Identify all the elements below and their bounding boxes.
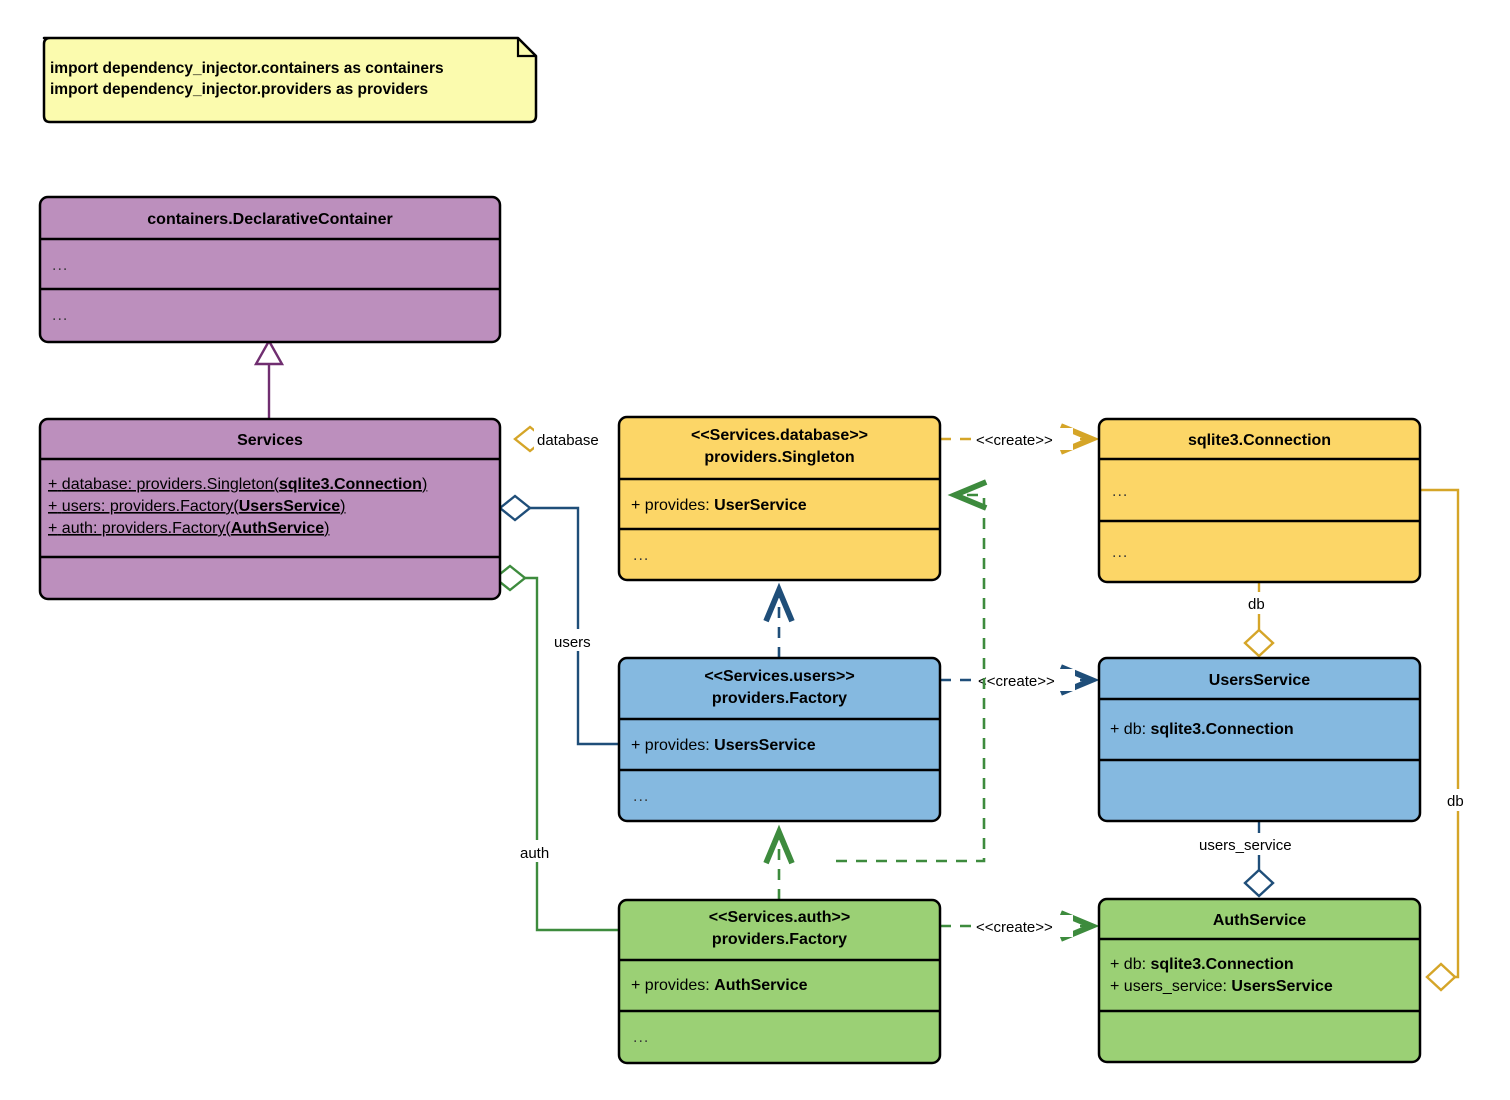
- label-bg-db-1: [1243, 592, 1277, 614]
- edge-aggregation-users-service: users_service: [1196, 821, 1318, 898]
- class-box-users-service[interactable]: UsersService + db: sqlite3.Connection: [1097, 656, 1422, 823]
- edge-aggregation-users: users: [498, 494, 619, 746]
- class-attribute-services-auth-0: + provides: AuthService: [631, 977, 808, 994]
- edge-aggregation-auth: auth: [493, 564, 619, 932]
- edge-label-users: users: [554, 634, 591, 651]
- edge-label-create-2: <<create>>: [978, 673, 1055, 690]
- class-box-sqlite3-connection[interactable]: sqlite3.Connection ... ...: [1097, 417, 1422, 584]
- label-bg-db-2: [1442, 789, 1476, 811]
- edge-label-db-2: db: [1447, 793, 1464, 810]
- class-attribute-services-2: + auth: providers.Factory(AuthService): [48, 520, 329, 537]
- label-bg-create-3: [973, 915, 1073, 937]
- class-box-services-users[interactable]: <<Services.users>> providers.Factory + p…: [617, 656, 942, 823]
- class-box-services-database[interactable]: <<Services.database>> providers.Singleto…: [617, 415, 942, 582]
- edge-label-db-1: db: [1248, 596, 1265, 613]
- label-bg-auth: [517, 840, 565, 862]
- class-title-services: Services: [237, 432, 303, 449]
- edge-create-database: <<create>>: [940, 428, 1092, 450]
- class-attribute-services-database-0: + provides: UserService: [631, 497, 807, 514]
- class-attribute-services-users-0: + provides: UsersService: [631, 737, 816, 754]
- class-title-services-auth: providers.Factory: [712, 931, 847, 948]
- class-attribute-services-1: + users: providers.Factory(UsersService): [48, 498, 345, 515]
- edge-label-users-service: users_service: [1199, 837, 1292, 854]
- label-bg-database: [534, 428, 618, 450]
- class-title-users-service: UsersService: [1209, 672, 1311, 689]
- class-title-services-users: providers.Factory: [712, 690, 847, 707]
- label-bg-users-service: [1196, 833, 1318, 855]
- edge-generalization-services: [253, 338, 285, 419]
- edge-aggregation-db-users: db: [1243, 580, 1277, 658]
- class-compartment3-services-database: ...: [633, 547, 649, 564]
- class-title-auth-service: AuthService: [1213, 912, 1306, 929]
- edge-aggregation-db-auth: db: [1420, 488, 1476, 992]
- label-bg-create-2: [975, 669, 1075, 691]
- class-box-services-auth[interactable]: <<Services.auth>> providers.Factory + pr…: [617, 898, 942, 1065]
- class-compartment3-services-users: ...: [633, 788, 649, 805]
- note-line-1: import dependency_injector.containers as…: [50, 60, 444, 77]
- class-attribute-auth-service-1: + users_service: UsersService: [1110, 978, 1333, 995]
- class-compartment2-declarative-container: ...: [52, 257, 68, 274]
- class-compartment3-sqlite3-connection: ...: [1112, 544, 1128, 561]
- class-title-declarative-container: containers.DeclarativeContainer: [147, 211, 392, 228]
- class-box-services[interactable]: Services + database: providers.Singleton…: [38, 417, 502, 601]
- edge-dependency-auth-database: [836, 495, 984, 863]
- label-bg-users: [551, 629, 611, 651]
- class-stereotype-services-users: <<Services.users>>: [704, 668, 854, 685]
- class-compartment2-sqlite3-connection: ...: [1112, 483, 1128, 500]
- label-bg-create-1: [973, 428, 1073, 450]
- class-attribute-services-0: + database: providers.Singleton(sqlite3.…: [48, 476, 427, 493]
- edge-create-users: <<create>>: [940, 669, 1092, 691]
- edge-label-create-1: <<create>>: [976, 432, 1053, 449]
- class-compartment3-services-auth: ...: [633, 1029, 649, 1046]
- class-title-services-database: providers.Singleton: [704, 449, 854, 466]
- class-title-sqlite3-connection: sqlite3.Connection: [1188, 432, 1331, 449]
- class-compartment3-declarative-container: ...: [52, 307, 68, 324]
- edge-create-auth: <<create>>: [940, 915, 1092, 937]
- class-box-declarative-container[interactable]: containers.DeclarativeContainer ... ...: [38, 195, 502, 344]
- class-box-auth-service[interactable]: AuthService + db: sqlite3.Connection + u…: [1097, 897, 1422, 1064]
- class-attribute-users-service-0: + db: sqlite3.Connection: [1110, 721, 1294, 738]
- edge-aggregation-database: database: [513, 425, 619, 453]
- class-stereotype-services-auth: <<Services.auth>>: [709, 909, 850, 926]
- class-stereotype-services-database: <<Services.database>>: [691, 427, 868, 444]
- import-note: import dependency_injector.containers as…: [42, 36, 538, 124]
- note-line-2: import dependency_injector.providers as …: [50, 81, 428, 98]
- class-attribute-auth-service-0: + db: sqlite3.Connection: [1110, 956, 1294, 973]
- edge-label-auth: auth: [520, 845, 549, 862]
- edge-label-create-3: <<create>>: [976, 919, 1053, 936]
- edge-label-database: database: [537, 432, 599, 449]
